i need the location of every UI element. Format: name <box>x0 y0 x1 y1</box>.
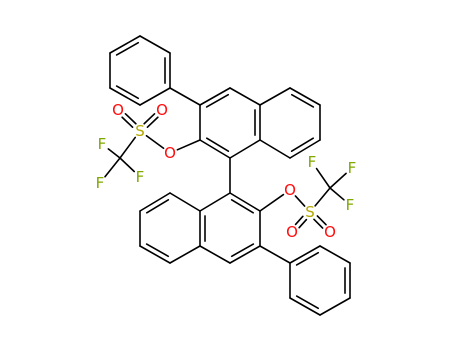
atom-label-f: F <box>96 174 105 192</box>
bond-A2-O1 <box>176 139 201 151</box>
bond-S1-O1a-second <box>121 116 134 129</box>
atom-label-o: O <box>164 144 176 162</box>
atom-label-o: O <box>324 223 336 241</box>
bond-B4-B4a <box>199 245 231 264</box>
bond-S1-O1a <box>124 112 137 125</box>
bond-B3-B4-inner <box>230 243 255 258</box>
bond-PB5-PB6-inner <box>295 295 320 310</box>
bond-PB1-PB2 <box>289 245 321 264</box>
bond-C2-F2a <box>315 167 331 189</box>
bond-B5-B6-inner <box>145 243 170 258</box>
bond-B1-B2-inner <box>230 199 255 214</box>
atom-label-f: F <box>308 153 317 171</box>
bond-B1-B2 <box>229 192 261 212</box>
bond-B3-B4 <box>229 245 261 264</box>
bond-S2-O2b-second <box>316 215 327 226</box>
atom-label-s: S <box>305 203 315 221</box>
bond-C1-F1a <box>107 148 121 159</box>
bond-S1-O1b-second <box>143 112 156 125</box>
atom-label-f: F <box>136 168 145 186</box>
atom-label-f: F <box>346 196 355 214</box>
bond-A5-A6-inner <box>290 93 315 108</box>
bond-PB2-PB3 <box>319 245 351 264</box>
bond-A3-PA1 <box>169 87 201 106</box>
bond-A4-A4a <box>229 87 261 106</box>
bond-B7-B8-inner <box>145 199 170 214</box>
bond-B4a-B5 <box>169 245 201 264</box>
bond-A4a-A5 <box>259 87 291 106</box>
bond-O1-S1 <box>145 134 165 150</box>
atom-label-o: O <box>284 181 296 199</box>
bond-B8-B8a <box>169 192 201 212</box>
bond-A5-A6 <box>289 87 321 106</box>
bond-A7-A8-inner <box>290 137 315 152</box>
bond-B5-B6 <box>139 245 171 264</box>
bond-B8a-B1 <box>199 192 231 212</box>
bond-PA3-PA4 <box>109 35 141 54</box>
atom-label-s: S <box>135 122 145 140</box>
bond-PA5-PA6-inner <box>115 85 140 100</box>
bond-layer <box>104 35 351 316</box>
bond-C1-F1c <box>119 157 135 173</box>
bond-PB4-PB5 <box>319 297 351 316</box>
bond-S2-O2a-second <box>298 218 308 229</box>
bond-C2-F2c <box>329 187 345 201</box>
bond-PA3-PA4-inner <box>115 41 140 56</box>
bond-O2-S2 <box>294 195 306 207</box>
bond-C2-F2b <box>329 172 347 189</box>
bond-A7-A8 <box>289 139 321 159</box>
bond-A1-A2 <box>199 139 231 159</box>
bond-A8-A8a <box>259 139 291 159</box>
bond-A8a-A1 <box>229 139 261 159</box>
atom-label-o: O <box>112 101 124 119</box>
bond-S2-C2 <box>314 187 331 207</box>
bond-A3-A4-inner <box>205 93 230 108</box>
atom-label-o: O <box>286 223 298 241</box>
bond-A1-A2-inner <box>205 137 230 152</box>
bond-PB1-PB2-inner <box>295 251 320 266</box>
bond-B7-B8 <box>139 192 171 212</box>
bond-PA2-PA3 <box>139 35 171 54</box>
bond-S1-O1b <box>146 116 159 129</box>
bond-B3-PB1 <box>259 245 291 264</box>
bond-PA6-PA1 <box>139 87 171 106</box>
atom-label-f: F <box>98 135 107 153</box>
bond-A3-A4 <box>199 87 231 106</box>
bond-S1-C1 <box>119 136 137 159</box>
bond-B2-O2 <box>259 193 285 212</box>
bond-C1-F1b <box>104 157 121 178</box>
atom-label-f: F <box>348 159 357 177</box>
bond-PA5-PA6 <box>109 87 141 106</box>
bond-S2-O2b <box>313 218 324 229</box>
bond-PB5-PB6 <box>289 297 321 316</box>
bond-S2-O2a <box>294 215 304 226</box>
atom-label-o: O <box>156 101 168 119</box>
